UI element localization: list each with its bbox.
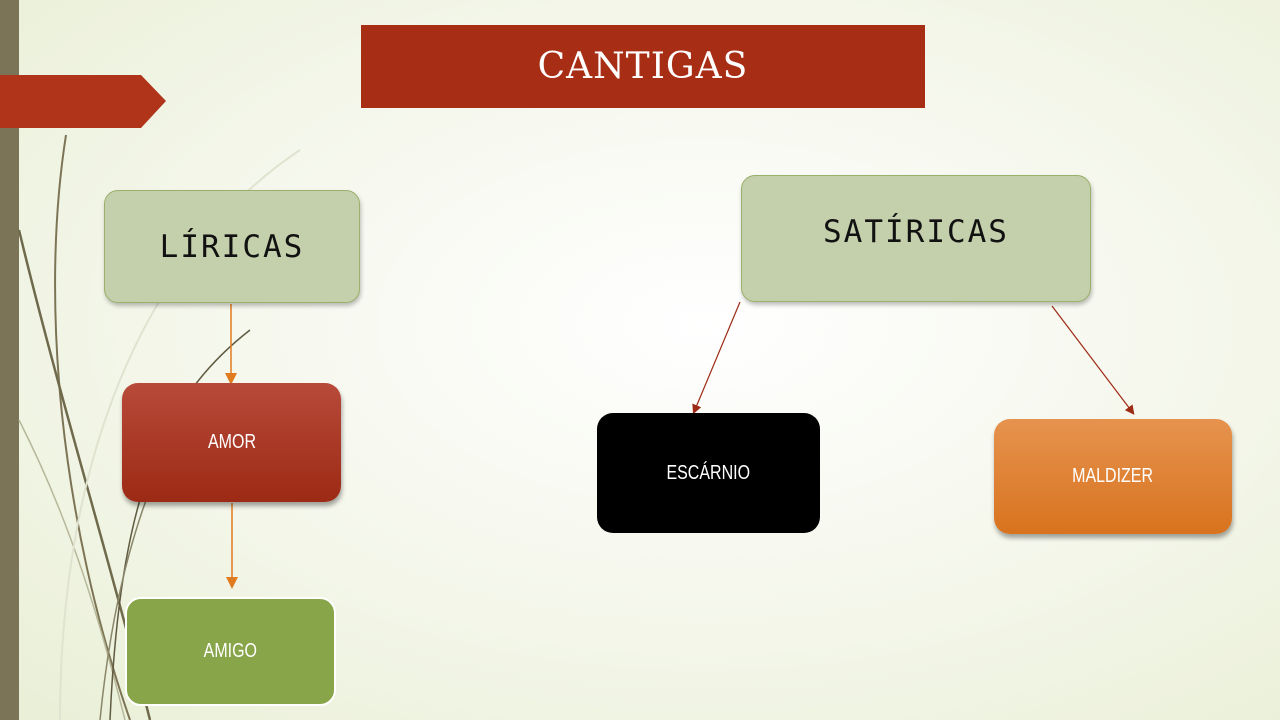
node-escarnio: ESCÁRNIO (597, 413, 820, 533)
node-satiricas-label: SATÍRICAS (823, 213, 1009, 250)
node-maldizer: MALDIZER (994, 419, 1232, 534)
node-liricas: LÍRICAS (104, 190, 360, 303)
left-sidebar-bar (0, 0, 19, 720)
node-amigo-label: AMIGO (203, 640, 258, 662)
node-amigo: AMIGO (125, 597, 336, 706)
node-liricas-label: LÍRICAS (159, 228, 305, 265)
page-title: CANTIGAS (537, 46, 749, 87)
edge-satiricas-escarnio (692, 301, 741, 415)
node-satiricas: SATÍRICAS (741, 175, 1091, 302)
node-amor-label: AMOR (207, 431, 256, 453)
node-amor: AMOR (122, 383, 341, 502)
edge-satiricas-maldizer (1051, 305, 1135, 415)
node-escarnio-label: ESCÁRNIO (666, 461, 751, 484)
red-arrow-tab (0, 75, 166, 128)
node-maldizer-label: MALDIZER (1072, 465, 1154, 487)
title-banner: CANTIGAS (361, 25, 925, 108)
